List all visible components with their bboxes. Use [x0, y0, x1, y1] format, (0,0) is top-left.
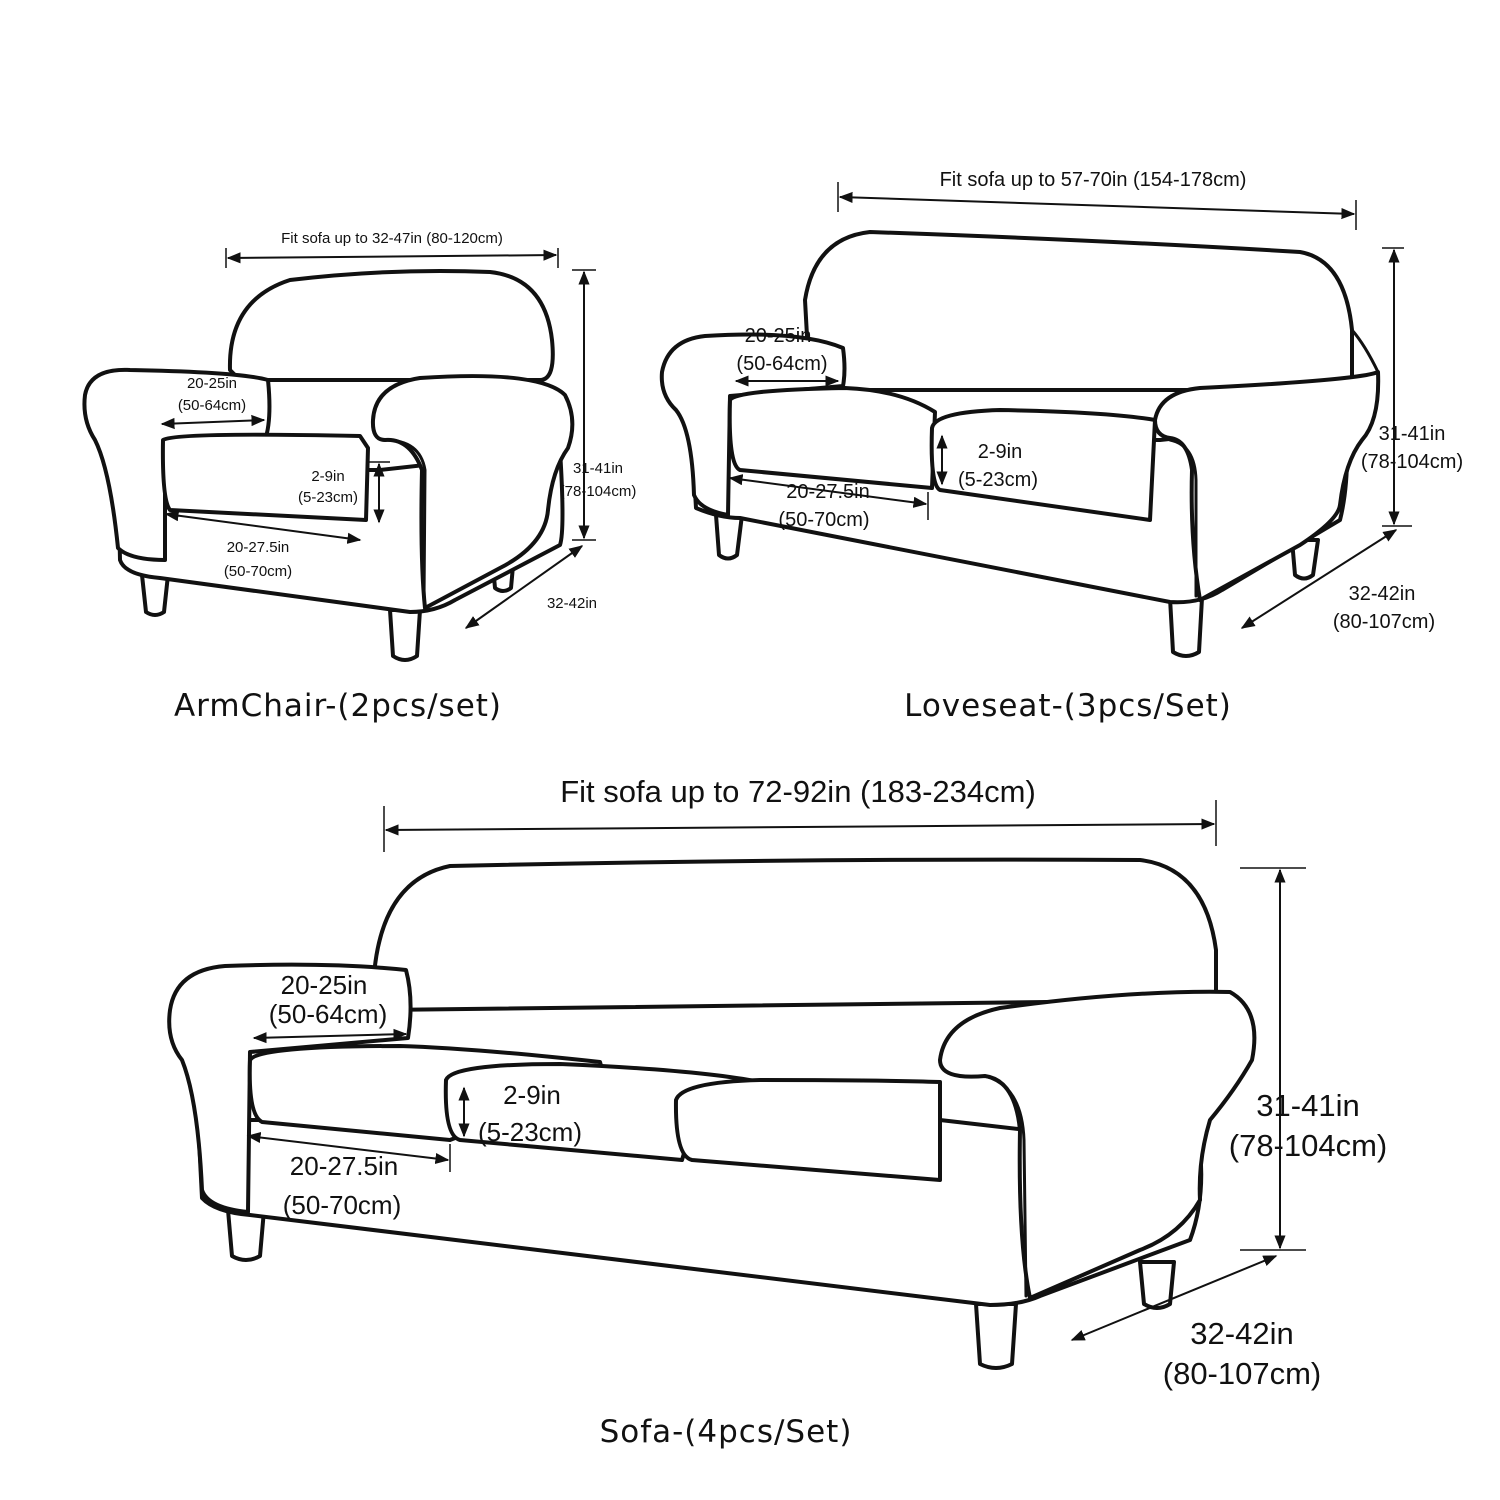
loveseat-width-label: Fit sofa up to 57-70in (154-178cm)	[940, 169, 1247, 191]
armchair-height-cm: (78-104cm)	[560, 483, 637, 500]
armchair-dimensions	[160, 248, 596, 629]
loveseat-cushion-w-in: 20-27.5in	[786, 481, 869, 503]
armchair-drawing	[82, 269, 575, 662]
loveseat-dimensions	[728, 182, 1412, 629]
loveseat-seat-cushion-right	[929, 408, 1157, 522]
armchair-arm-in: 20-25in	[187, 375, 237, 392]
sofa-arm-right	[938, 989, 1257, 1300]
armchair-cushion-w-in: 20-27.5in	[227, 539, 290, 556]
armchair-arm-cm: (50-64cm)	[178, 397, 246, 414]
loveseat-height-in: 31-41in	[1379, 423, 1446, 445]
sofa-arm-left	[167, 962, 413, 1214]
armchair-seat-cushion	[160, 432, 370, 522]
loveseat-arm-in: 20-25in	[745, 325, 812, 347]
armchair-leg-left	[140, 573, 170, 617]
sofa-height-cm: (78-104cm)	[1229, 1128, 1388, 1163]
armchair-back	[227, 269, 555, 382]
loveseat-drawing	[659, 230, 1381, 658]
armchair-width-label: Fit sofa up to 32-47in (80-120cm)	[281, 230, 503, 247]
armchair-cushion-h-cm: (5-23cm)	[298, 489, 358, 506]
loveseat-cushion-h-in: 2-9in	[978, 441, 1022, 463]
sofa-cushion-h-cm: (5-23cm)	[478, 1117, 582, 1147]
sofa-back	[372, 857, 1218, 1012]
sofa-leg-left	[226, 1208, 266, 1262]
sofa-width-label: Fit sofa up to 72-92in (183-234cm)	[560, 774, 1036, 809]
loveseat-arm-cm: (50-64cm)	[736, 353, 827, 375]
sofa-drawing	[167, 857, 1257, 1370]
loveseat-back	[803, 230, 1354, 392]
loveseat-leg-left	[714, 513, 744, 561]
loveseat-depth-in: 32-42in	[1349, 583, 1416, 605]
sofa-arm-cm: (50-64cm)	[269, 999, 387, 1029]
sofa-cushion-w-in: 20-27.5in	[290, 1151, 398, 1181]
sofa-height-in: 31-41in	[1256, 1088, 1359, 1123]
sofa-seat-cushion-right	[673, 1078, 942, 1182]
sofa-depth-in: 32-42in	[1190, 1316, 1293, 1351]
armchair-cushion-w-cm: (50-70cm)	[224, 563, 292, 580]
sofa-cushion-w-cm: (50-70cm)	[283, 1190, 401, 1220]
armchair-caption: ArmChair-(2pcs/set)	[174, 688, 502, 724]
loveseat-leg-front	[1168, 596, 1204, 658]
loveseat-height-cm: (78-104cm)	[1361, 451, 1463, 473]
armchair-leg-front	[388, 608, 422, 662]
armchair-depth-in: 32-42in	[547, 595, 597, 612]
loveseat-depth-cm: (80-107cm)	[1333, 611, 1435, 633]
loveseat-seat-cushion-left	[727, 386, 937, 490]
sofa-depth-cm: (80-107cm)	[1163, 1356, 1322, 1391]
sofa-dimensions	[246, 800, 1306, 1341]
armchair-height-in: 31-41in	[573, 460, 623, 477]
loveseat-cushion-w-cm: (50-70cm)	[778, 509, 869, 531]
sofa-arm-in: 20-25in	[281, 970, 368, 1000]
sofa-caption: Sofa-(4pcs/Set)	[600, 1414, 853, 1450]
loveseat-cushion-h-cm: (5-23cm)	[958, 469, 1038, 491]
armchair-cushion-h-in: 2-9in	[311, 468, 344, 485]
loveseat-caption: Loveseat-(3pcs/Set)	[904, 688, 1232, 724]
sofa-leg-front	[974, 1302, 1018, 1370]
sofa-cushion-h-in: 2-9in	[503, 1080, 561, 1110]
